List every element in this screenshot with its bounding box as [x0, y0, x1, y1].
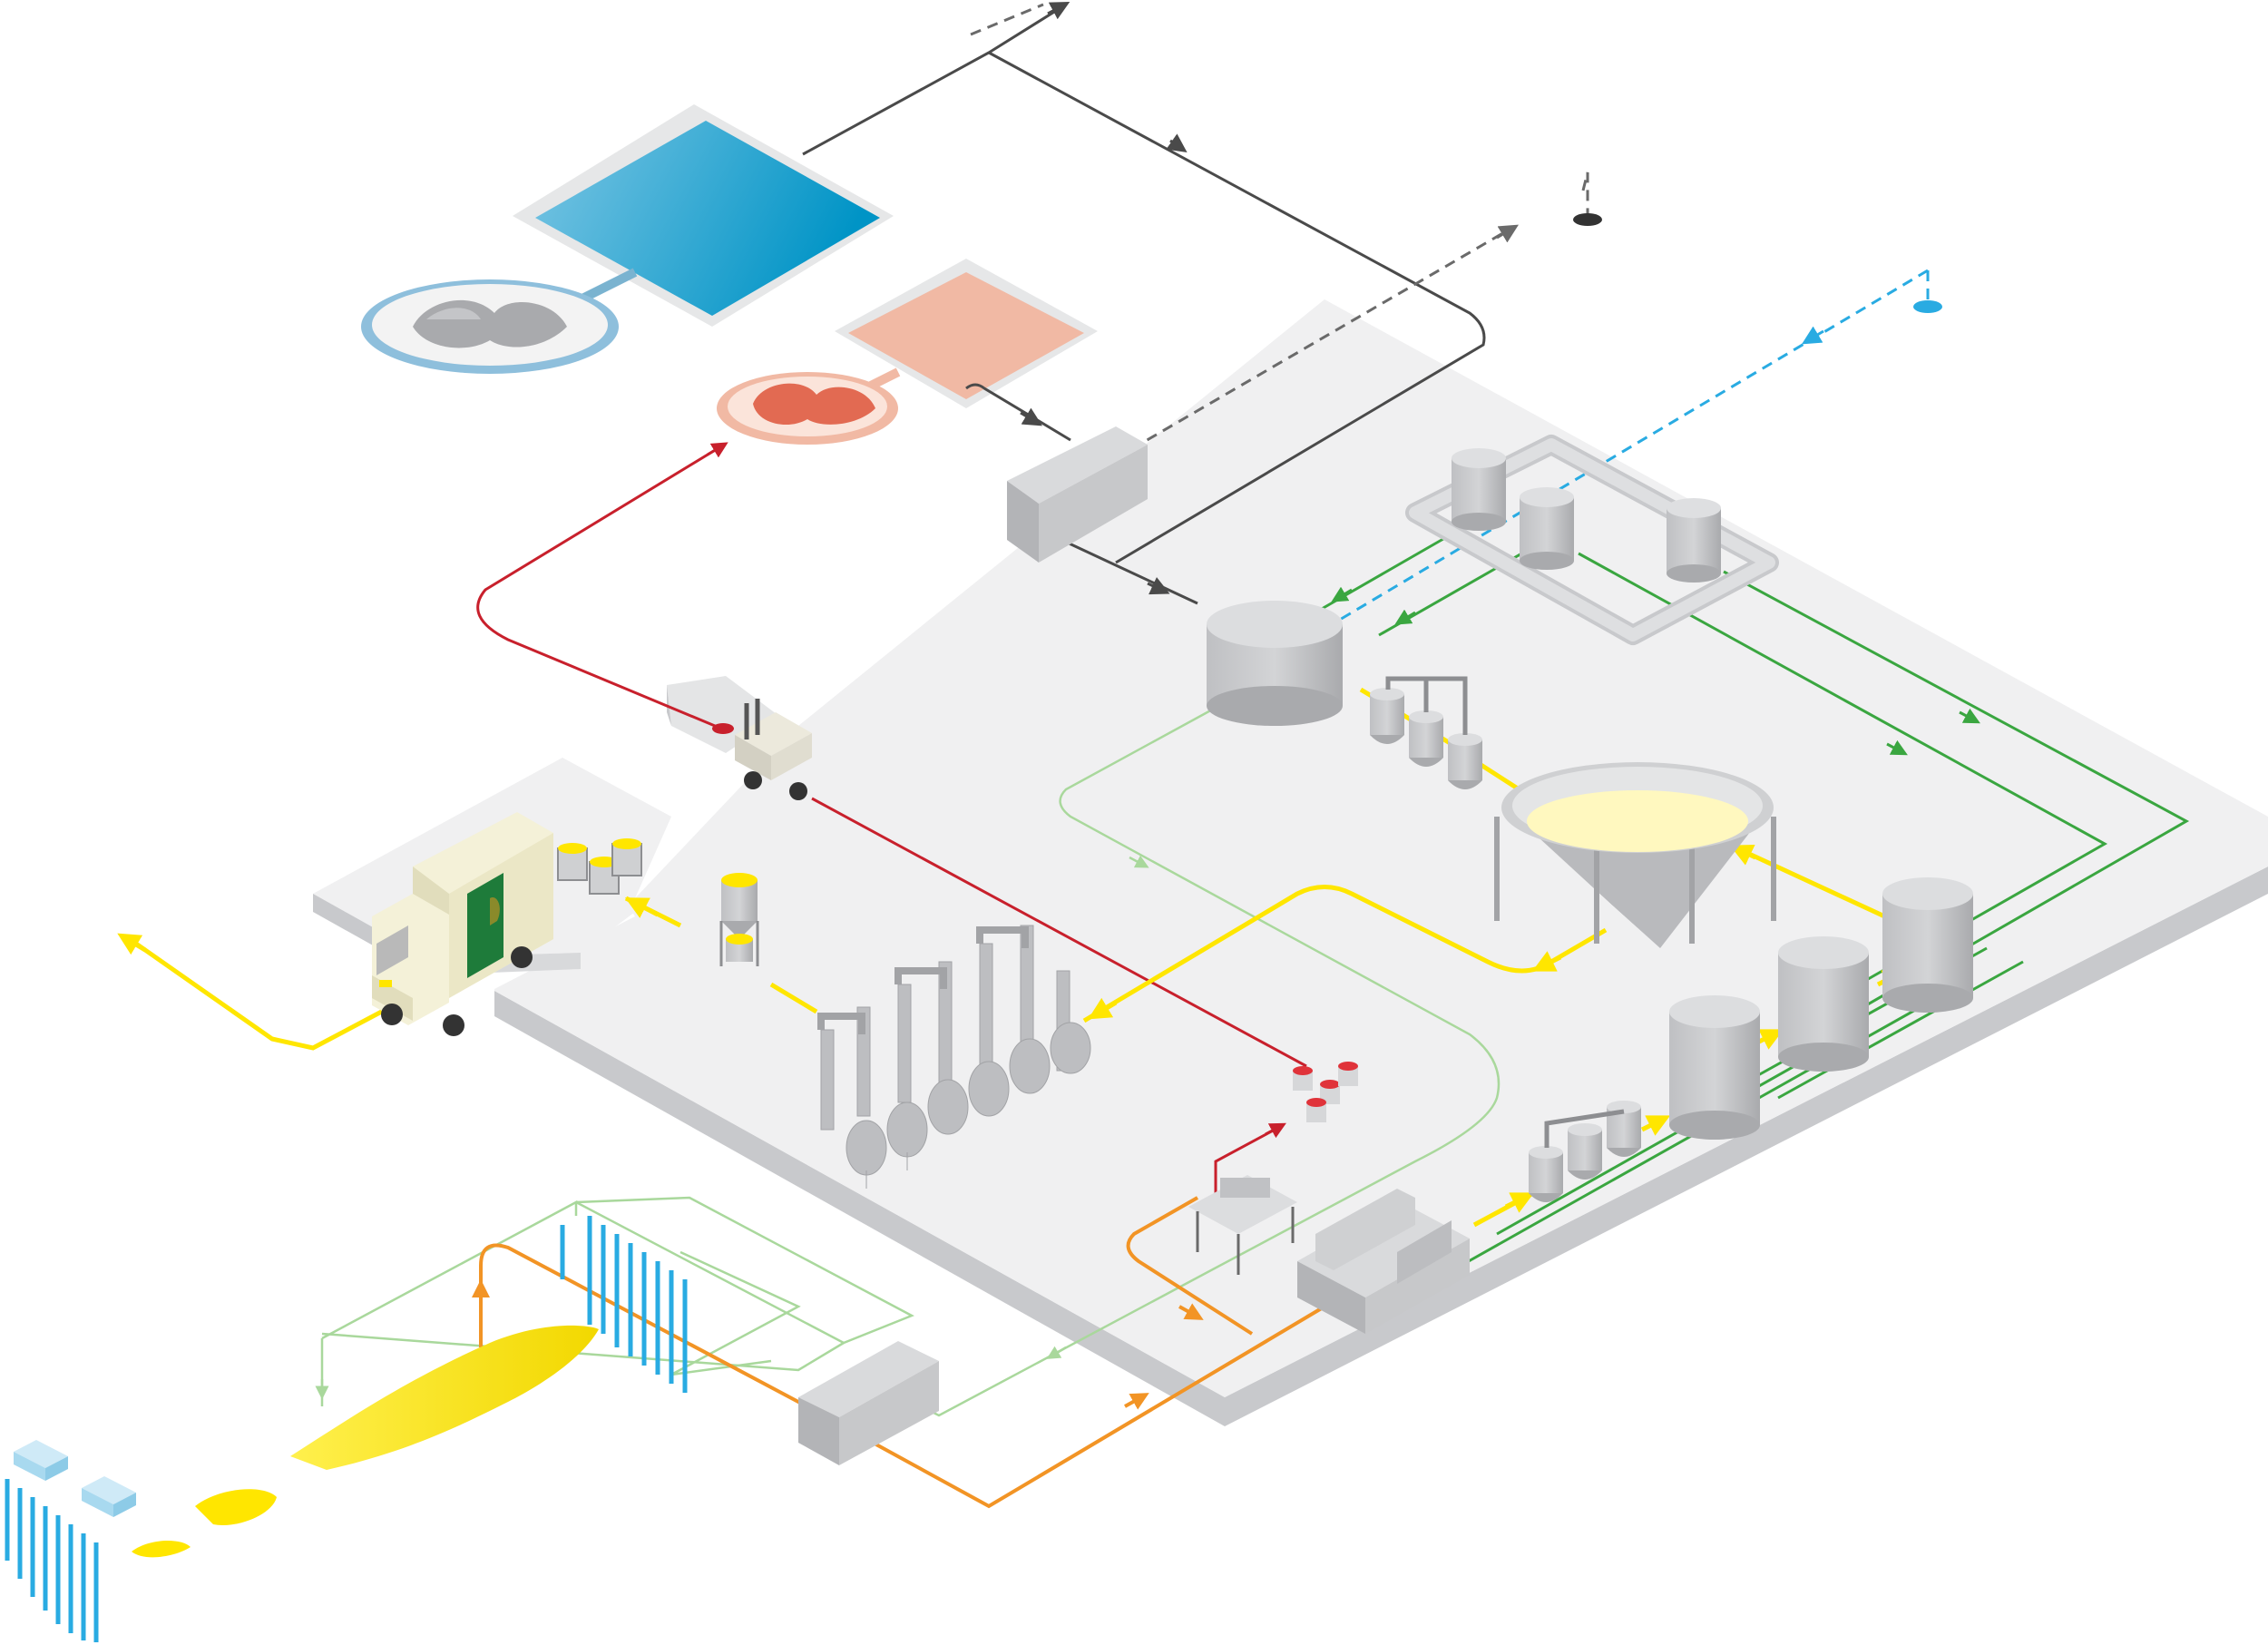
- vent-line: [970, 3, 1589, 460]
- product-silos-icon: [1669, 877, 1973, 1140]
- hopper-silo-icon: [719, 873, 759, 966]
- sludge-return-line: [476, 442, 1307, 1198]
- evaporator-column-icon: [817, 925, 1091, 1189]
- raw-material-lake-icon: [132, 1325, 599, 1558]
- blue-fence-icon: [560, 1216, 688, 1393]
- storage-silo-icon: [1452, 448, 1721, 583]
- treatment-unit-icon: [1007, 426, 1148, 563]
- reactor-group-icon: [1370, 676, 1482, 789]
- vent-outlet-black-icon: [1573, 213, 1602, 226]
- exhaust-line: [802, 2, 1486, 605]
- water-outlet-blue-icon: [1913, 300, 1942, 313]
- sludge-red-basin-icon: [717, 367, 901, 445]
- delivery-truck-icon: [372, 812, 553, 1036]
- centrifuge-icon: [1297, 1189, 1470, 1334]
- mixing-tank-icon: [1207, 601, 1343, 726]
- water-pool-icon: [513, 104, 894, 327]
- ice-blocks-icon: [14, 1440, 136, 1517]
- forklift-icon: [712, 699, 812, 800]
- product-bins-icon: [557, 838, 642, 895]
- raw-feed-line: [472, 1196, 1326, 1509]
- reactor-group-2-icon: [1529, 1101, 1641, 1202]
- conical-tank-icon: [1494, 762, 1776, 948]
- water-intake-line: [1328, 269, 1930, 628]
- blue-fence-left-icon: [5, 1479, 99, 1642]
- sludge-basin-icon: [361, 268, 638, 374]
- raw-intake-unit-icon: [798, 1341, 939, 1465]
- inspection-table-icon: [1188, 1175, 1297, 1275]
- red-containers-icon: [1293, 1062, 1358, 1122]
- sludge-pink-pool-icon: [835, 259, 1098, 408]
